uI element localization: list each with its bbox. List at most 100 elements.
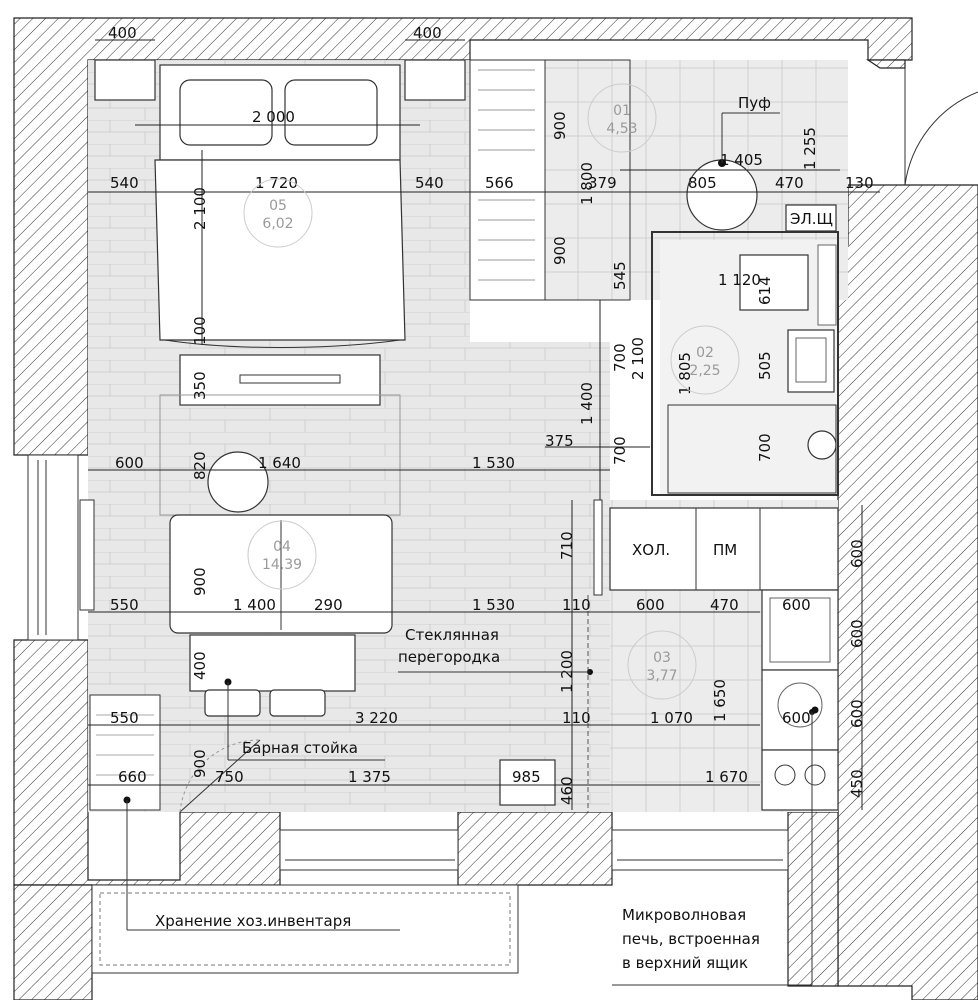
dim-820: 820	[191, 451, 209, 480]
dim-1720: 1 720	[255, 174, 298, 192]
dim-550-lower: 550	[110, 709, 139, 727]
dim-660: 660	[118, 768, 147, 786]
microwave-label-3: в верхний ящик	[622, 954, 748, 972]
dim-1670: 1 670	[705, 768, 748, 786]
dim-700-a: 700	[611, 343, 629, 372]
microwave-label-2: печь, встроенная	[622, 930, 760, 948]
dim-right-600-a: 600	[848, 539, 866, 568]
dim-600-sink: 600	[782, 596, 811, 614]
svg-text:03: 03	[653, 650, 671, 666]
svg-text:05: 05	[269, 198, 287, 214]
dim-710: 710	[558, 531, 576, 560]
dimension-labels: 400 400 2 000 540 1 720 540 566 379 805 …	[108, 24, 874, 805]
dim-130: 130	[845, 174, 874, 192]
microwave-leader	[612, 709, 815, 986]
dim-700-c: 700	[756, 433, 774, 462]
dim-1120: 1 120	[718, 271, 761, 289]
svg-text:6,02: 6,02	[262, 216, 293, 232]
dim-2100-bath: 2 100	[629, 337, 647, 380]
dim-900-top: 900	[551, 111, 569, 140]
left-window	[27, 454, 95, 641]
dim-290: 290	[314, 596, 343, 614]
dim-750: 750	[215, 768, 244, 786]
storage-closet	[89, 694, 400, 931]
svg-text:01: 01	[613, 103, 631, 119]
balcony	[91, 829, 789, 974]
walls	[13, 17, 978, 1000]
entrance-door	[904, 68, 978, 186]
dim-550-upper: 550	[110, 596, 139, 614]
dim-1530-upper: 1 530	[472, 454, 515, 472]
svg-text:2,25: 2,25	[689, 363, 720, 379]
dim-400-bar: 400	[191, 651, 209, 680]
bathroom	[651, 231, 839, 496]
glass-partition	[587, 499, 603, 812]
glass-partition-label-2: перегородка	[398, 648, 500, 666]
glass-partition-label-1: Стеклянная	[405, 626, 499, 644]
puf-label: Пуф	[738, 94, 771, 112]
svg-text:02: 02	[696, 345, 714, 361]
kitchen	[499, 507, 839, 811]
room-01: 01 4,53	[587, 83, 657, 153]
dim-566: 566	[485, 174, 514, 192]
fridge-label: ХОЛ.	[632, 541, 670, 559]
dim-600-kitchen: 600	[636, 596, 665, 614]
bed	[94, 59, 466, 348]
dim-1400-horizontal: 1 400	[233, 596, 276, 614]
dim-545: 545	[611, 261, 629, 290]
dim-460: 460	[558, 776, 576, 805]
dim-2100-bed: 2 100	[191, 187, 209, 230]
dim-470-kitchen: 470	[710, 596, 739, 614]
dim-600-stove: 600	[782, 709, 811, 727]
dim-900-bar: 900	[191, 749, 209, 778]
dim-1400-vertical: 1 400	[578, 382, 596, 425]
dimension-lines	[88, 39, 880, 810]
dim-3220: 3 220	[355, 709, 398, 727]
dim-700-b: 700	[611, 436, 629, 465]
living-furniture	[159, 354, 401, 717]
dim-540-right: 540	[415, 174, 444, 192]
room-05: 05 6,02	[243, 178, 313, 248]
dim-470-top: 470	[775, 174, 804, 192]
dim-1530-lower: 1 530	[472, 596, 515, 614]
dim-2000: 2 000	[252, 108, 295, 126]
dim-900-sofa: 900	[191, 567, 209, 596]
dim-805: 805	[688, 174, 717, 192]
wardrobe	[469, 59, 631, 301]
dim-right-600-b: 600	[848, 619, 866, 648]
dishwasher-label: ПМ	[713, 541, 737, 559]
bar-counter-label: Барная стойка	[242, 739, 358, 757]
electrical-panel	[785, 204, 837, 232]
dim-1650: 1 650	[711, 679, 729, 722]
dim-614: 614	[756, 276, 774, 305]
svg-text:04: 04	[273, 539, 291, 555]
room-04: 04 14,39	[247, 520, 317, 590]
dim-1640: 1 640	[258, 454, 301, 472]
svg-text:3,77: 3,77	[646, 668, 677, 684]
electrical-panel-label: ЭЛ.Щ	[790, 210, 833, 228]
svg-text:4,53: 4,53	[606, 121, 637, 137]
dim-540-left: 540	[110, 174, 139, 192]
dim-400-left: 400	[108, 24, 137, 42]
dim-right-450: 450	[848, 769, 866, 798]
dim-1255: 1 255	[801, 127, 819, 170]
dim-505: 505	[756, 351, 774, 380]
dim-110-lower: 110	[562, 709, 591, 727]
dim-100: 100	[191, 316, 209, 345]
dim-1405: 1 405	[720, 151, 763, 169]
dim-900-mid: 900	[551, 236, 569, 265]
dim-110-upper: 110	[562, 596, 591, 614]
svg-text:14,39: 14,39	[262, 557, 302, 573]
microwave-label-1: Микроволновая	[622, 906, 746, 924]
dim-985: 985	[512, 768, 541, 786]
callout-labels: Пуф ЭЛ.Щ ХОЛ. ПМ Стеклянная перегородка …	[155, 94, 833, 972]
dim-379: 379	[588, 174, 617, 192]
dim-right-600-c: 600	[848, 699, 866, 728]
storage-label: Хранение хоз.инвентаря	[155, 912, 351, 930]
dim-600-living: 600	[115, 454, 144, 472]
room-02: 02 2,25	[670, 325, 740, 395]
dim-1800: 1 800	[578, 162, 596, 205]
dim-375: 375	[545, 432, 574, 450]
room-markers: 01 4,53 05 6,02 02 2,25 04 14,39 03 3,77	[243, 83, 740, 700]
dim-350: 350	[191, 371, 209, 400]
